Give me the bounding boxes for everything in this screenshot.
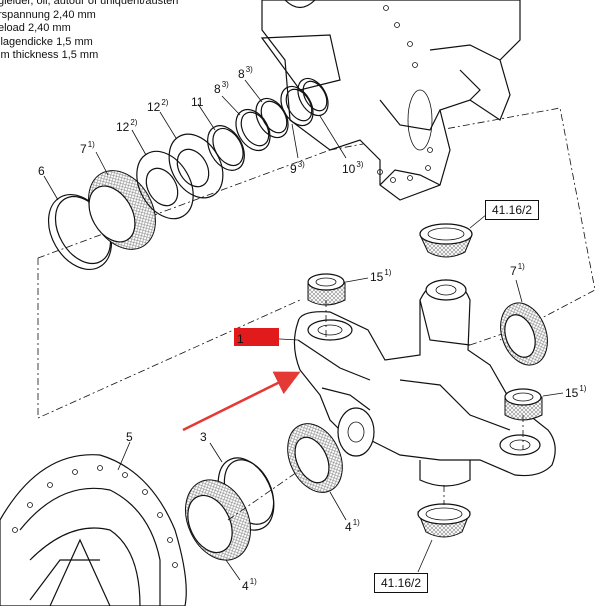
callout-4-center: 41) [345,518,360,534]
note-line-1: gleider, oil, autour of uniquent/austen [0,0,179,7]
callout-7-right: 71) [510,262,525,278]
bearing-cone-bottom [417,485,471,573]
callout-9: 93) [290,160,305,176]
callout-7-top: 71) [80,140,95,156]
callout-12-b: 122) [147,98,169,114]
bearing-cup-4-center [287,423,347,521]
bearing-cup-4-left [185,469,301,581]
ring-11 [207,125,245,171]
ring-9 [280,85,314,127]
ring-10 [297,77,329,117]
callout-11: 11 [191,95,204,109]
shim-12-b [168,133,224,199]
callout-6: 6 [38,164,45,178]
bearing-cup-7-right [469,279,548,366]
callout-10: 103) [342,160,364,176]
callout-15-b: 151) [565,384,587,400]
reference-box-bottom: 41.16/2 [374,573,429,593]
red-arrow-pointer [182,371,301,432]
highlighted-callout-1: 1 [234,328,279,346]
needle-cup-15-b [504,388,564,450]
needle-cup-15-a [307,273,369,340]
wheel-hub-5 [0,441,187,606]
callout-4-left: 41) [242,577,257,593]
callout-15-a: 151) [370,268,392,284]
shim-12-a [136,150,194,220]
bearing-cone-top [419,209,493,258]
callout-12-a: 122) [116,118,138,134]
note-line-2: rspannung 2,40 mm [0,9,96,21]
callout-5: 5 [126,430,133,444]
cross-spider-1 [293,279,556,487]
bearing-cup-7-top [88,170,156,250]
callout-3: 3 [200,430,207,444]
note-line-4: ilagendicke 1,5 mm [0,36,93,48]
reference-box-top: 41.16/2 [485,200,540,220]
callout-8-a: 83) [214,80,229,96]
note-line-5: im thickness 1,5 mm [0,49,99,61]
axle-housing [260,0,521,201]
note-line-3: eload 2,40 mm [0,22,71,34]
callout-8-b: 83) [238,65,253,81]
leader-lines-top [43,79,347,201]
